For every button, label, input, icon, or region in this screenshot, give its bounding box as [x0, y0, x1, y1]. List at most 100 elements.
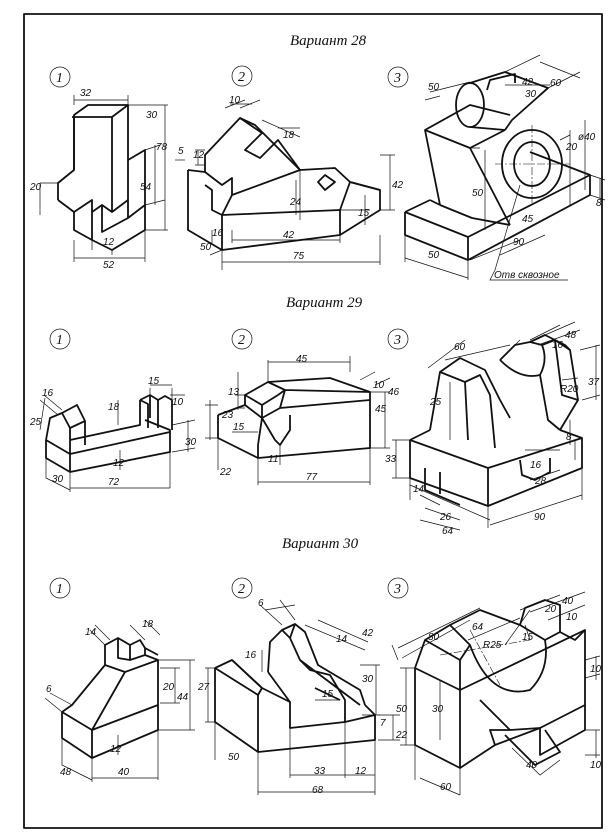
svg-text:20: 20 [29, 182, 42, 193]
v29-part-1-drawing: 16 25 15 18 10 12 30 30 72 [29, 376, 197, 492]
svg-text:14: 14 [336, 634, 348, 645]
svg-text:45: 45 [296, 354, 308, 365]
svg-text:40: 40 [562, 596, 574, 607]
svg-text:10: 10 [590, 760, 602, 771]
svg-text:3: 3 [393, 333, 401, 348]
svg-text:1: 1 [56, 71, 63, 86]
svg-text:48: 48 [565, 330, 577, 341]
svg-text:64: 64 [472, 622, 484, 633]
svg-text:20: 20 [544, 604, 557, 615]
svg-text:6: 6 [46, 684, 52, 695]
svg-text:12: 12 [103, 237, 115, 248]
svg-text:2: 2 [238, 582, 245, 597]
svg-text:3: 3 [393, 71, 401, 86]
svg-text:2: 2 [238, 70, 245, 85]
svg-text:1: 1 [56, 333, 63, 348]
svg-text:42: 42 [362, 628, 374, 639]
svg-text:16: 16 [245, 650, 257, 661]
svg-text:30: 30 [185, 437, 197, 448]
svg-text:32: 32 [80, 88, 92, 99]
svg-text:15: 15 [358, 208, 370, 219]
svg-text:90: 90 [513, 237, 525, 248]
v30-part-3-number: 3 [387, 577, 409, 599]
svg-text:78: 78 [156, 142, 168, 153]
svg-text:33: 33 [385, 454, 397, 465]
svg-text:52: 52 [103, 260, 115, 271]
svg-text:90: 90 [534, 512, 546, 523]
svg-text:40: 40 [118, 767, 130, 778]
svg-text:25: 25 [429, 397, 442, 408]
svg-text:10: 10 [229, 95, 241, 106]
svg-text:68: 68 [312, 785, 324, 796]
svg-text:22: 22 [219, 467, 232, 478]
v28-part-2-drawing: 10 18 12 5 24 42 15 16 50 42 75 [175, 95, 404, 270]
svg-text:10: 10 [373, 380, 385, 391]
svg-text:3: 3 [393, 582, 401, 597]
svg-text:12: 12 [110, 744, 122, 755]
svg-text:40: 40 [526, 760, 538, 771]
svg-text:20: 20 [162, 682, 175, 693]
svg-text:64: 64 [442, 526, 454, 537]
svg-text:16: 16 [530, 460, 542, 471]
svg-text:10: 10 [590, 664, 602, 675]
svg-text:ø40: ø40 [578, 132, 596, 143]
svg-text:50: 50 [428, 250, 440, 261]
svg-text:80: 80 [428, 632, 440, 643]
svg-text:42: 42 [522, 77, 534, 88]
v28-part-1-number: 1 [49, 66, 71, 88]
v29-part-2-number: 2 [231, 328, 253, 350]
svg-text:45: 45 [522, 214, 534, 225]
svg-text:50: 50 [396, 704, 408, 715]
v29-part-3-number: 3 [387, 328, 409, 350]
v30-part-1-number: 1 [49, 577, 71, 599]
svg-text:33: 33 [314, 766, 326, 777]
svg-text:7: 7 [380, 718, 386, 729]
svg-text:2: 2 [238, 333, 245, 348]
svg-text:42: 42 [392, 180, 404, 191]
v29-part-1-number: 1 [49, 328, 71, 350]
svg-text:14: 14 [85, 627, 97, 638]
svg-text:15: 15 [322, 689, 334, 700]
svg-text:28: 28 [534, 476, 547, 487]
svg-text:48: 48 [60, 767, 72, 778]
svg-text:26: 26 [439, 512, 452, 523]
svg-text:60: 60 [550, 78, 562, 89]
svg-text:12: 12 [193, 150, 205, 161]
svg-text:16: 16 [212, 228, 224, 239]
svg-text:27: 27 [197, 682, 210, 693]
svg-text:44: 44 [177, 692, 189, 703]
svg-text:14: 14 [413, 484, 425, 495]
v28-part-3-number: 3 [387, 66, 409, 88]
svg-text:45: 45 [375, 404, 387, 415]
v30-part-1-drawing: 14 18 6 20 44 12 48 40 [44, 619, 195, 782]
svg-text:24: 24 [289, 197, 302, 208]
svg-text:46: 46 [388, 387, 400, 398]
svg-text:16: 16 [42, 388, 54, 399]
svg-text:16: 16 [552, 340, 564, 351]
svg-text:60: 60 [440, 782, 452, 793]
svg-text:18: 18 [108, 402, 120, 413]
svg-text:10: 10 [566, 612, 578, 623]
v29-part-3-drawing: 60 48 16 R20 37 25 33 8 16 28 14 26 64 9… [385, 321, 601, 537]
v28-part-3-drawing: 50 42 60 30 20 ø40 50 45 8 90 50 Отв скв… [404, 54, 606, 281]
svg-text:18: 18 [142, 619, 154, 630]
v29-part-2-drawing: 45 13 10 46 23 15 45 11 22 77 [205, 354, 400, 485]
svg-text:30: 30 [146, 110, 158, 121]
svg-text:1: 1 [56, 582, 63, 597]
svg-text:R20: R20 [560, 384, 579, 395]
svg-text:23: 23 [221, 410, 234, 421]
svg-text:15: 15 [148, 376, 160, 387]
svg-text:30: 30 [52, 474, 64, 485]
svg-text:15: 15 [233, 422, 245, 433]
svg-text:8: 8 [596, 198, 602, 209]
svg-text:77: 77 [306, 472, 318, 483]
svg-text:30: 30 [432, 704, 444, 715]
svg-text:50: 50 [428, 82, 440, 93]
v30-part-2-number: 2 [231, 577, 253, 599]
svg-text:12: 12 [355, 766, 367, 777]
svg-text:54: 54 [140, 182, 152, 193]
svg-text:42: 42 [283, 230, 295, 241]
svg-text:72: 72 [108, 477, 120, 488]
